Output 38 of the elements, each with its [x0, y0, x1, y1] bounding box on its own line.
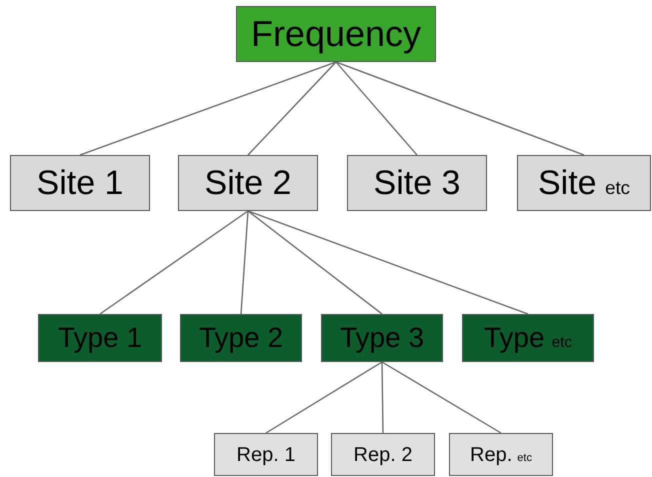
tree-node-box: [462, 314, 594, 362]
node-label: Type 3: [340, 324, 424, 352]
tree-node-box: [449, 433, 553, 476]
tree-node-box: [214, 433, 318, 476]
connector-line: [382, 361, 502, 434]
connector-line: [266, 361, 382, 434]
tree-node-box: [347, 155, 487, 211]
tree-node-box: [517, 155, 651, 211]
connector-line: [248, 62, 336, 156]
connector-line: [80, 61, 336, 156]
node-label: Frequency: [250, 16, 422, 52]
node-label: Type: [484, 324, 545, 352]
node-label: Site 1: [36, 166, 124, 200]
connector-line: [336, 62, 418, 156]
tree-node-box: [38, 314, 162, 362]
tree-node-box: [178, 155, 318, 211]
node-label: Rep. 1: [236, 444, 296, 464]
node-label-suffix: etc: [605, 179, 630, 198]
connector-line: [336, 61, 584, 156]
connector-line: [248, 210, 382, 315]
connector-line: [381, 362, 384, 433]
tree-node-box: [180, 314, 302, 362]
node-label: Rep.: [470, 444, 512, 464]
tree-node-box: [321, 314, 443, 362]
tree-node-box: [236, 6, 436, 62]
connector-line: [100, 210, 248, 315]
tree-node-box: [331, 433, 435, 476]
connector-line: [240, 210, 249, 314]
node-label: Type 1: [58, 324, 142, 352]
node-label: Site 2: [204, 166, 292, 200]
node-label: Rep. 2: [354, 444, 412, 464]
node-label-suffix: etc: [517, 452, 532, 464]
node-label: Site 3: [374, 166, 460, 200]
tree-node-box: [10, 155, 150, 211]
node-label: Site: [538, 166, 597, 200]
connector-line: [248, 210, 528, 315]
node-label: Type 2: [198, 324, 284, 352]
node-label-suffix: etc: [552, 335, 572, 350]
